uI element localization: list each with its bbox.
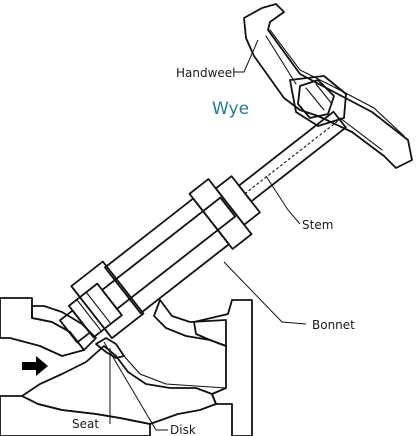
bonnet-body [104, 197, 230, 315]
disk-holder [67, 282, 123, 339]
leader-lines [103, 39, 307, 431]
body-lower-wall [21, 345, 217, 425]
stem-leader [265, 175, 301, 225]
label-disk: Disk [170, 423, 196, 436]
flow-direction-arrow-icon [22, 356, 48, 376]
label-seat: Seat [72, 417, 99, 431]
bonnet-leader [223, 261, 307, 325]
label-stem: Stem [302, 218, 333, 232]
handwheel-rim [243, 3, 413, 169]
outlet-flange [193, 299, 253, 436]
bonnet-lower-flange [70, 260, 145, 340]
label-handwheel: Handweel [176, 66, 236, 80]
handwheel-rim-inner [269, 29, 405, 137]
handwheel-nut [297, 79, 335, 119]
handwheel-leader [234, 39, 259, 73]
stem [238, 110, 347, 203]
bonnet [59, 175, 261, 344]
disk [59, 309, 91, 344]
disk-leader [103, 341, 168, 431]
handwheel-hub [289, 75, 347, 127]
label-bonnet: Bonnet [312, 318, 355, 332]
diagram-title: Wye [212, 99, 249, 119]
handwheel [243, 3, 413, 169]
body-outlet-chamber [153, 299, 227, 347]
